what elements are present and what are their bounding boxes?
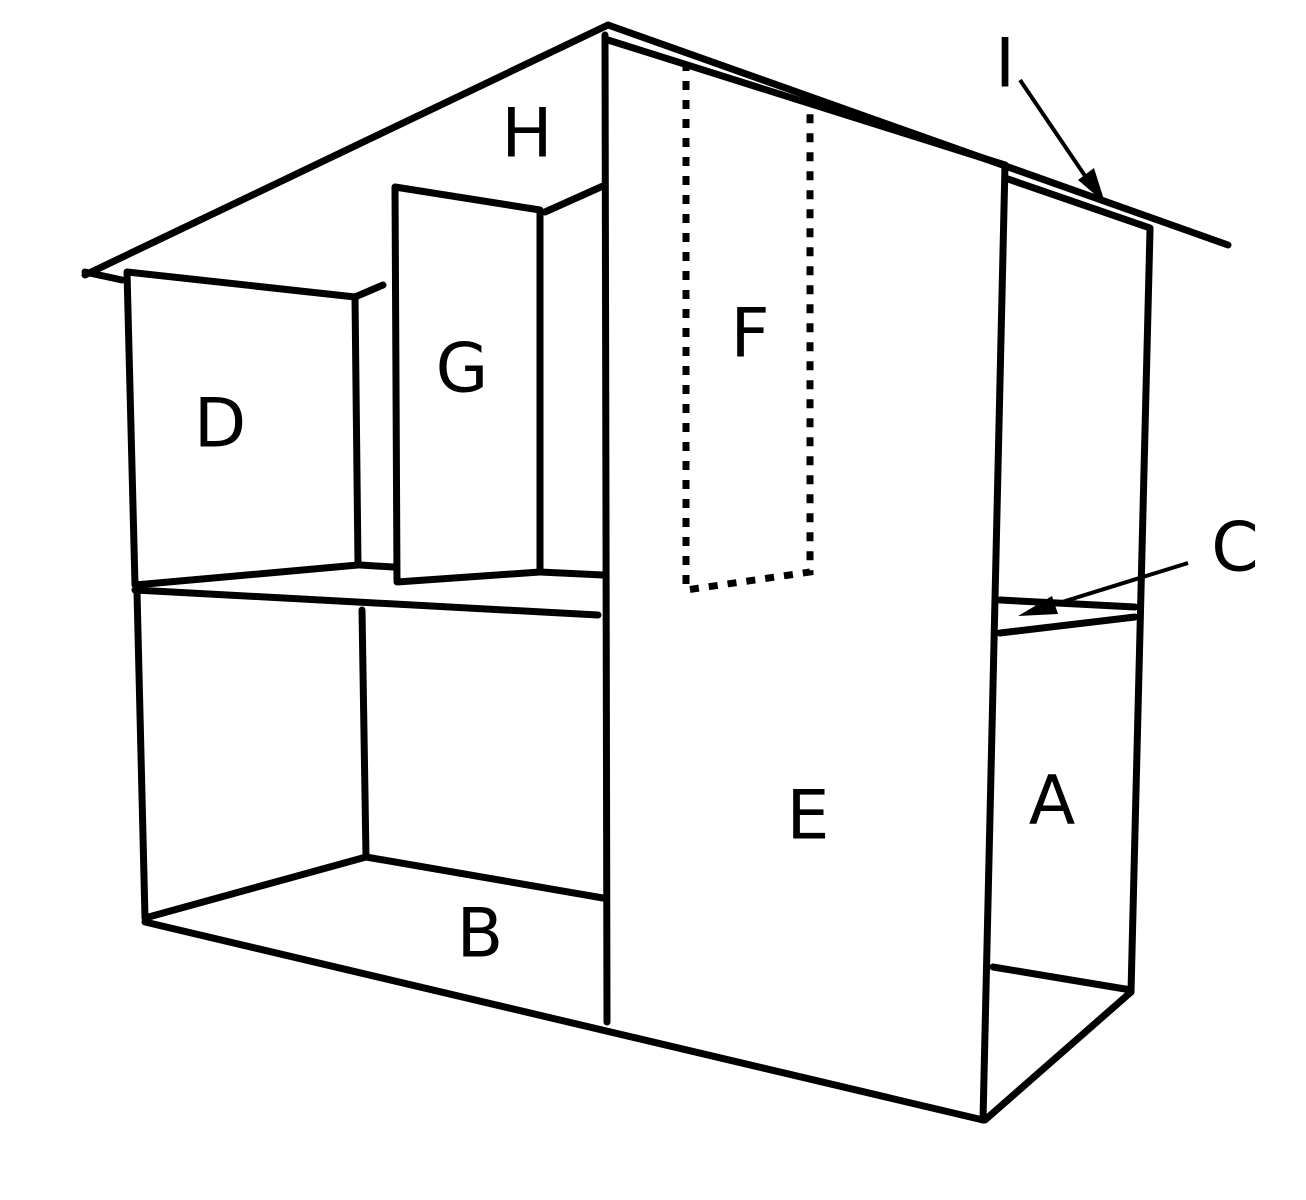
roof-left-slope [81, 21, 612, 279]
label-d: D [194, 385, 246, 464]
center-divider [601, 31, 611, 1026]
label-g: G [436, 330, 489, 409]
arrow-i-icon [1078, 168, 1105, 203]
panel-e [601, 31, 1009, 1124]
panel-d [123, 268, 397, 589]
label-e: E [787, 777, 830, 856]
cutout-f [682, 62, 814, 595]
roof [81, 21, 1232, 284]
arrow-c-icon [1018, 596, 1058, 616]
panel-e-right-edge [979, 161, 1009, 1124]
pointer-c [1018, 561, 1189, 616]
middle-floor [131, 586, 602, 619]
label-h: H [501, 95, 552, 174]
right-structure [981, 226, 1154, 1124]
label-f: F [730, 295, 769, 374]
panel-b [141, 918, 987, 1124]
label-b: B [457, 895, 504, 974]
label-a: A [1029, 762, 1076, 841]
lower-left-structure [131, 586, 607, 922]
roof-eave-tab [81, 268, 126, 284]
pointer-i [1018, 78, 1105, 203]
label-i: I [995, 25, 1015, 104]
roof-panel-edge [604, 36, 1009, 169]
roof-panel-edge-lower [1001, 174, 1154, 232]
panel-g [391, 182, 607, 586]
label-c: C [1211, 509, 1258, 588]
